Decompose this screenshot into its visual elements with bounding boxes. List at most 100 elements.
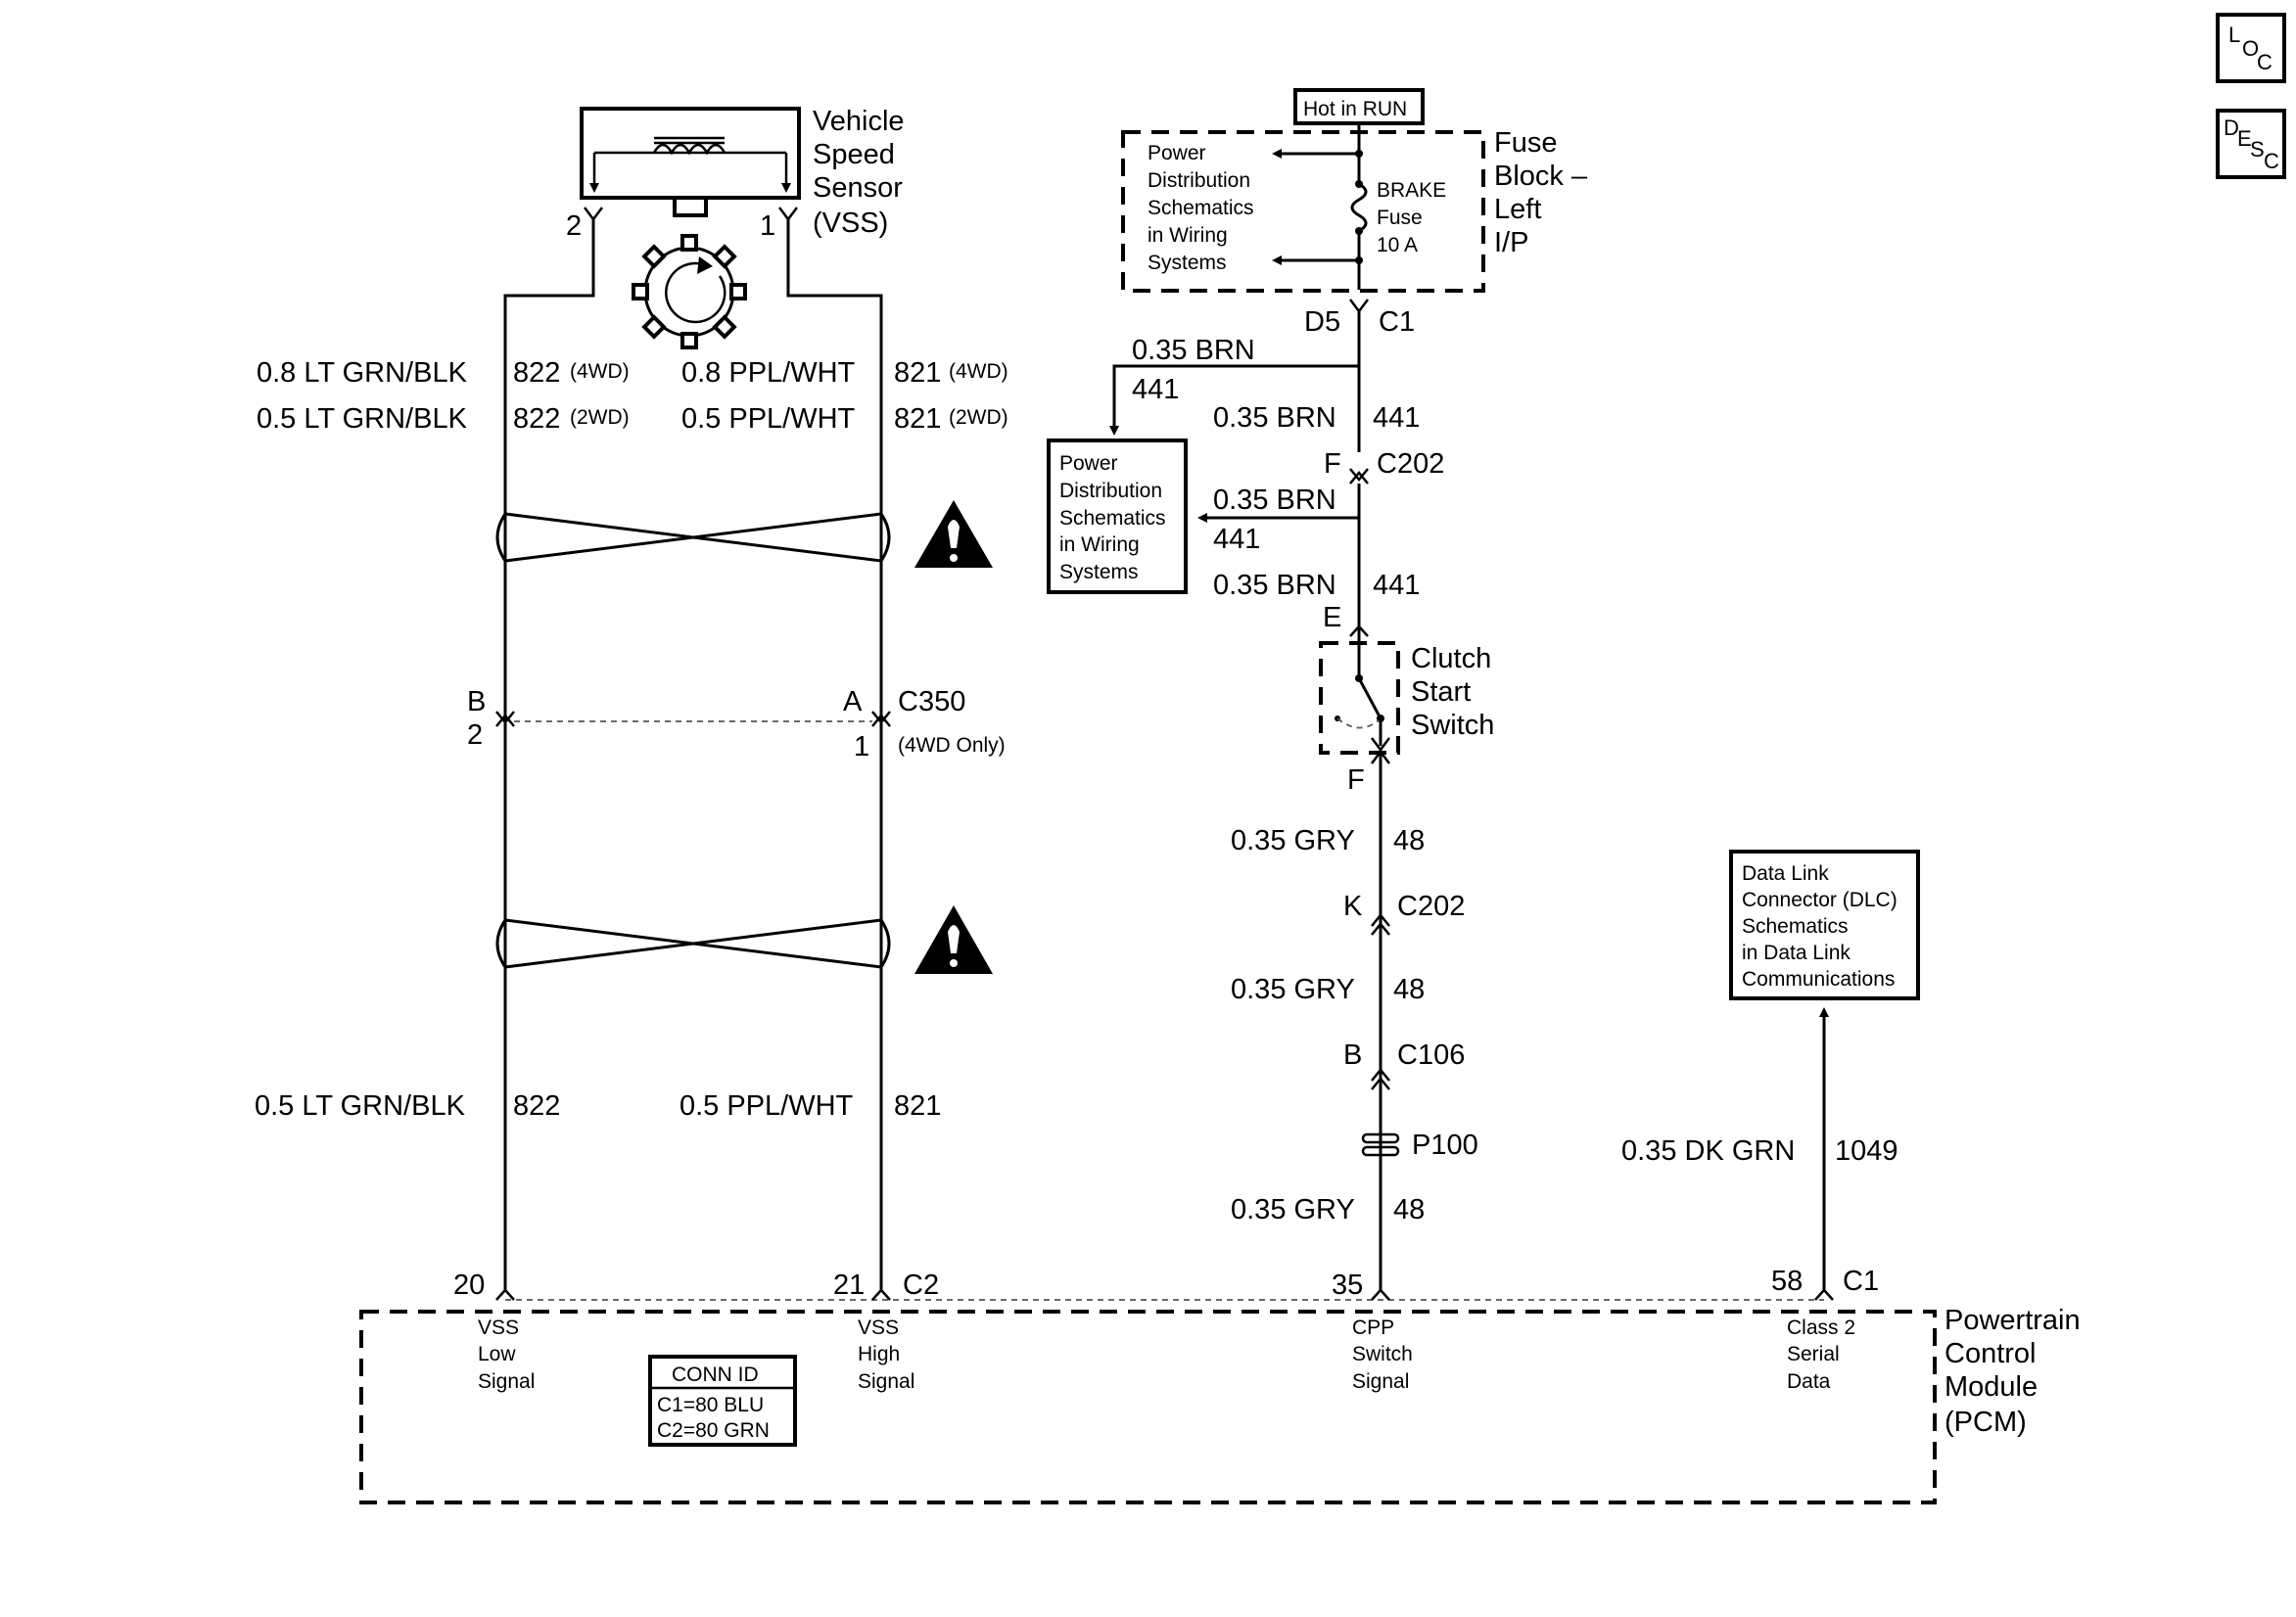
svg-text:Class 2: Class 2 <box>1787 1317 1855 1339</box>
svg-text:Fuse: Fuse <box>1494 127 1557 159</box>
reluctor-wheel-icon <box>632 234 747 349</box>
svg-text:B: B <box>467 686 486 717</box>
svg-text:Schematics: Schematics <box>1148 197 1254 219</box>
svg-text:0.5 PPL/WHT: 0.5 PPL/WHT <box>681 403 856 435</box>
vss-sensor: 2 1 Vehicle Speed Sensor (VSS) <box>566 106 905 349</box>
svg-text:2: 2 <box>566 210 582 242</box>
svg-text:Control: Control <box>1945 1338 2037 1369</box>
svg-text:O: O <box>2242 36 2259 61</box>
conn-id-box: CONN ID C1=80 BLU C2=80 GRN <box>648 1355 797 1447</box>
svg-text:0.35 BRN: 0.35 BRN <box>1213 402 1336 434</box>
svg-text:Power: Power <box>1148 142 1206 164</box>
svg-text:822: 822 <box>513 357 560 389</box>
svg-text:Schematics: Schematics <box>1059 507 1166 530</box>
svg-text:0.5 LT GRN/BLK: 0.5 LT GRN/BLK <box>257 403 468 435</box>
svg-text:BRAKE: BRAKE <box>1377 179 1446 202</box>
svg-text:High: High <box>858 1343 900 1365</box>
dlc-reference[interactable]: Data Link Connector (DLC) Schematics in … <box>1729 850 1920 1000</box>
svg-text:48: 48 <box>1393 974 1425 1005</box>
vss-wires <box>495 219 891 1292</box>
fuse-icon <box>1350 182 1368 233</box>
svg-text:(4WD Only): (4WD Only) <box>898 734 1006 757</box>
clutch-start-switch: Clutch Start Switch F <box>1319 624 1494 796</box>
pcm-module: 20 21 C2 35 58 C1 VSS Low Signal VSS Hig… <box>359 1266 2081 1504</box>
svg-text:in Wiring: in Wiring <box>1148 224 1228 247</box>
svg-text:Vehicle: Vehicle <box>813 106 905 137</box>
svg-text:Signal: Signal <box>1352 1370 1409 1393</box>
svg-text:Schematics: Schematics <box>1742 915 1849 938</box>
svg-text:0.35 BRN: 0.35 BRN <box>1132 335 1255 366</box>
svg-text:VSS: VSS <box>478 1317 519 1339</box>
svg-text:K: K <box>1343 891 1363 922</box>
svg-text:35: 35 <box>1332 1270 1363 1301</box>
svg-text:C350: C350 <box>898 686 965 717</box>
svg-text:1: 1 <box>760 210 775 242</box>
svg-text:Left: Left <box>1494 194 1541 225</box>
svg-text:48: 48 <box>1393 825 1425 856</box>
svg-text:C202: C202 <box>1377 448 1444 480</box>
svg-text:E: E <box>1323 602 1341 633</box>
svg-text:822: 822 <box>513 1090 560 1122</box>
loc-icon[interactable]: L O C <box>2216 13 2286 83</box>
svg-text:CONN ID: CONN ID <box>672 1363 759 1386</box>
svg-text:0.35 BRN: 0.35 BRN <box>1213 485 1336 516</box>
svg-text:(2WD): (2WD) <box>570 406 630 429</box>
svg-text:L: L <box>2228 23 2240 47</box>
svg-text:C1=80 BLU: C1=80 BLU <box>657 1394 764 1416</box>
svg-text:Start: Start <box>1411 676 1471 708</box>
splice-icon <box>1361 1132 1400 1157</box>
svg-text:A: A <box>843 686 863 717</box>
svg-text:441: 441 <box>1213 524 1260 555</box>
svg-text:Serial: Serial <box>1787 1343 1840 1365</box>
svg-text:(4WD): (4WD) <box>949 360 1008 383</box>
svg-text:S: S <box>2250 137 2265 162</box>
twisted-pair-icon <box>495 918 891 969</box>
svg-text:E: E <box>2237 126 2252 151</box>
svg-text:VSS: VSS <box>858 1317 899 1339</box>
fuse-block: Hot in RUN Power Distribution Schematics… <box>1121 88 1588 338</box>
svg-text:0.35 BRN: 0.35 BRN <box>1213 570 1336 601</box>
svg-text:1: 1 <box>854 731 869 762</box>
svg-text:(PCM): (PCM) <box>1945 1407 2027 1438</box>
svg-text:0.35 DK GRN: 0.35 DK GRN <box>1621 1135 1795 1167</box>
svg-text:Module: Module <box>1945 1371 2038 1403</box>
svg-text:D: D <box>2224 116 2239 140</box>
svg-text:821: 821 <box>894 403 941 435</box>
svg-text:21: 21 <box>833 1270 865 1301</box>
c350-connector: B 2 A 1 C350 (4WD Only) <box>467 686 1006 762</box>
svg-text:Data: Data <box>1787 1370 1831 1393</box>
svg-text:Switch: Switch <box>1352 1343 1413 1365</box>
warning-icon[interactable] <box>914 500 993 568</box>
svg-text:CPP: CPP <box>1352 1317 1394 1339</box>
svg-text:58: 58 <box>1771 1266 1803 1297</box>
svg-text:in Wiring: in Wiring <box>1059 533 1140 556</box>
svg-text:Connector (DLC): Connector (DLC) <box>1742 889 1898 911</box>
svg-text:441: 441 <box>1132 374 1179 405</box>
svg-text:Systems: Systems <box>1148 252 1227 274</box>
svg-text:0.35 GRY: 0.35 GRY <box>1231 825 1355 856</box>
svg-text:(VSS): (VSS) <box>813 208 888 239</box>
svg-text:(4WD): (4WD) <box>570 360 630 383</box>
desc-icon[interactable]: D E S C <box>2216 109 2286 179</box>
power-distribution-reference[interactable]: Power Distribution Schematics in Wiring … <box>1047 439 1188 594</box>
svg-text:Signal: Signal <box>858 1370 914 1393</box>
svg-text:Communications: Communications <box>1742 968 1895 991</box>
svg-text:I/P: I/P <box>1494 227 1528 258</box>
svg-text:0.35 GRY: 0.35 GRY <box>1231 1194 1355 1225</box>
svg-text:C202: C202 <box>1397 891 1465 922</box>
svg-text:Data Link: Data Link <box>1742 862 1829 885</box>
svg-text:0.35 GRY: 0.35 GRY <box>1231 974 1355 1005</box>
svg-text:821: 821 <box>894 357 941 389</box>
svg-text:D5: D5 <box>1304 306 1340 338</box>
warning-icon[interactable] <box>914 905 993 974</box>
svg-text:Powertrain: Powertrain <box>1945 1305 2081 1336</box>
svg-text:821: 821 <box>894 1090 941 1122</box>
wire-labels-bottom: 0.5 LT GRN/BLK 822 0.5 PPL/WHT 821 <box>255 1090 941 1122</box>
dlc-wire: 0.35 DK GRN 1049 <box>1621 1007 1898 1292</box>
svg-text:Hot in RUN: Hot in RUN <box>1303 98 1407 120</box>
svg-text:Speed: Speed <box>813 139 895 170</box>
svg-text:2: 2 <box>467 719 483 751</box>
svg-text:C2: C2 <box>903 1270 939 1301</box>
svg-text:822: 822 <box>513 403 560 435</box>
wire-labels-top: 0.8 LT GRN/BLK 822 (4WD) 0.5 LT GRN/BLK … <box>257 357 1008 435</box>
